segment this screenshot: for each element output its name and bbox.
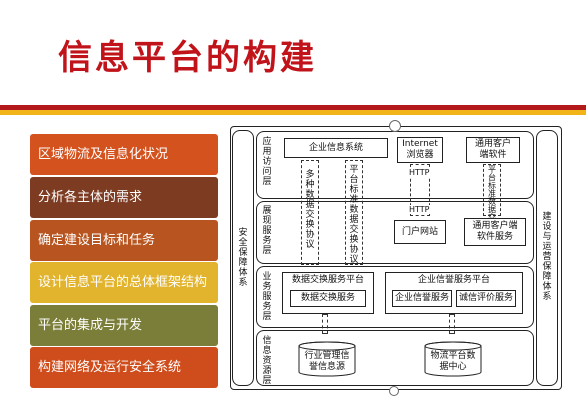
- database-icon: [298, 341, 356, 377]
- exchange-platform-label: 数据交换服务平台: [291, 274, 364, 285]
- platform-protocol-label-1: 平台标准数据交换协议: [349, 165, 359, 265]
- enterprise-credit-box: 企业信誉服务: [392, 290, 452, 307]
- enterprise-system-box: 企业信息系统: [284, 138, 388, 158]
- menu-item-framework[interactable]: 设计信息平台的总体框架结构: [30, 262, 218, 303]
- logistics-database-label: 物流平台数据中心: [430, 351, 476, 372]
- business-resource-link-2: [449, 314, 455, 334]
- operations-label: 建设与运营保障体系: [542, 212, 552, 302]
- resource-layer-label: 信息资源层: [262, 336, 272, 386]
- menu-item-integration[interactable]: 平台的集成与开发: [30, 305, 218, 346]
- multi-protocol-arrow: [301, 160, 319, 265]
- menu-item-label: 构建网络及运行安全系统: [38, 359, 182, 375]
- operations-column: [536, 130, 558, 386]
- logistics-database: [424, 341, 482, 377]
- business-resource-link-1: [322, 314, 328, 334]
- http-arrow: [410, 164, 430, 216]
- menu-item-needs[interactable]: 分析各主体的需求: [30, 177, 218, 218]
- app-layer-label: 应用访问层: [262, 137, 272, 187]
- menu-item-goals[interactable]: 确定建设目标和任务: [30, 220, 218, 261]
- platform-protocol-arrow-1: [345, 160, 363, 265]
- security-column: [232, 130, 254, 386]
- menu-item-label: 设计信息平台的总体框架结构: [38, 274, 208, 290]
- menu-item-security[interactable]: 构建网络及运行安全系统: [30, 347, 218, 388]
- exchange-service-box: 数据交换服务: [290, 290, 366, 307]
- internet-browser-box: Internet浏览器: [397, 137, 443, 163]
- display-layer-label: 展现服务层: [262, 206, 272, 256]
- selection-handle-bottom[interactable]: [389, 386, 399, 396]
- client-service-box: 通用客户端软件服务: [464, 218, 526, 246]
- industry-database-label: 行业管理信誉信息源: [304, 351, 350, 372]
- platform-protocol-arrow-2: [483, 164, 501, 216]
- business-layer-label: 业务服务层: [262, 272, 272, 322]
- title-divider-gold: [0, 110, 586, 115]
- selection-handle-top[interactable]: [389, 120, 401, 132]
- portal-site-box: 门户网站: [394, 220, 446, 244]
- page-title: 信息平台的构建: [58, 38, 317, 78]
- credit-eval-box: 诚信评价服务: [456, 290, 516, 307]
- security-label: 安全保障体系: [238, 228, 248, 288]
- menu-item-label: 分析各主体的需求: [38, 189, 143, 205]
- http-label-2: HTTP: [408, 205, 431, 214]
- client-software-box: 通用客户端软件: [466, 137, 520, 163]
- credit-platform-label: 企业信誉服务平台: [417, 274, 490, 285]
- http-label-1: HTTP: [408, 168, 431, 177]
- menu-item-label: 确定建设目标和任务: [38, 232, 156, 248]
- menu-item-label: 平台的集成与开发: [38, 317, 143, 333]
- title-divider-red: [0, 105, 586, 110]
- multi-protocol-label: 多种数据交换协议: [305, 170, 315, 250]
- menu-item-status[interactable]: 区域物流及信息化状况: [30, 134, 218, 175]
- database-icon: [424, 341, 482, 377]
- menu-item-label: 区域物流及信息化状况: [38, 146, 169, 162]
- industry-database: [298, 341, 356, 377]
